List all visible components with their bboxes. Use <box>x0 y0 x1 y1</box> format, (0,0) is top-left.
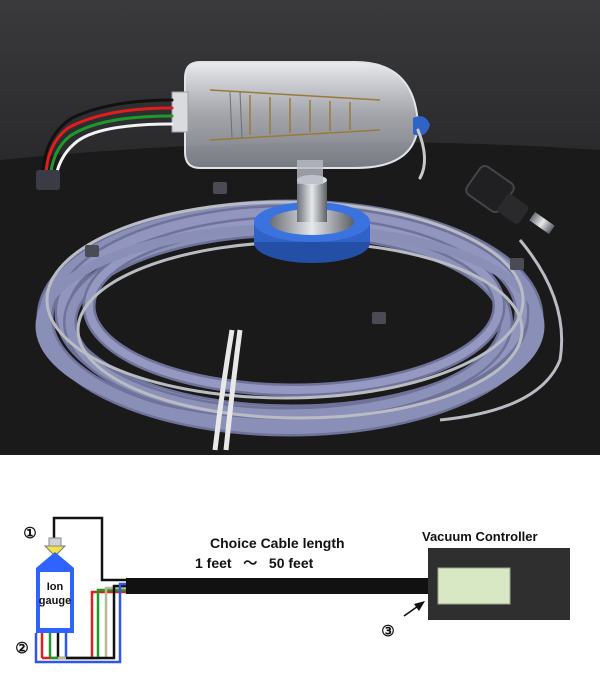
gauge-label-line2: gauge <box>39 595 71 607</box>
arrow-head <box>414 601 425 611</box>
product-photo <box>0 0 600 455</box>
marker-1: ① <box>23 525 36 542</box>
white-zip-tie <box>212 329 243 451</box>
wiring-diagram: Ion gauge <box>0 455 600 700</box>
ion-gauge-symbol <box>36 552 74 633</box>
photo-illustration <box>0 0 600 455</box>
circular-connector <box>465 164 555 234</box>
cable-caption-line2: 1 feet ～ 50 feet <box>195 555 314 571</box>
controller-display <box>437 567 511 605</box>
wire-sleeve <box>36 170 60 190</box>
controller-label: Vacuum Controller <box>422 529 538 544</box>
cable-ties <box>85 182 524 324</box>
signal-wires <box>34 582 128 664</box>
main-cable <box>126 578 428 594</box>
lead-wires <box>40 98 426 184</box>
diagram-svg: Ion gauge <box>15 516 570 664</box>
ion-gauge-tube <box>171 61 430 184</box>
marker-3: ③ <box>381 623 394 640</box>
cable-caption-line1: Choice Cable length <box>210 535 345 551</box>
marker-2: ② <box>15 640 28 657</box>
wire-top-black <box>52 516 128 582</box>
gauge-pins <box>40 633 68 658</box>
vacuum-flange <box>254 175 370 263</box>
gauge-connector-cap <box>48 537 62 547</box>
gauge-label-line1: Ion <box>47 581 64 593</box>
